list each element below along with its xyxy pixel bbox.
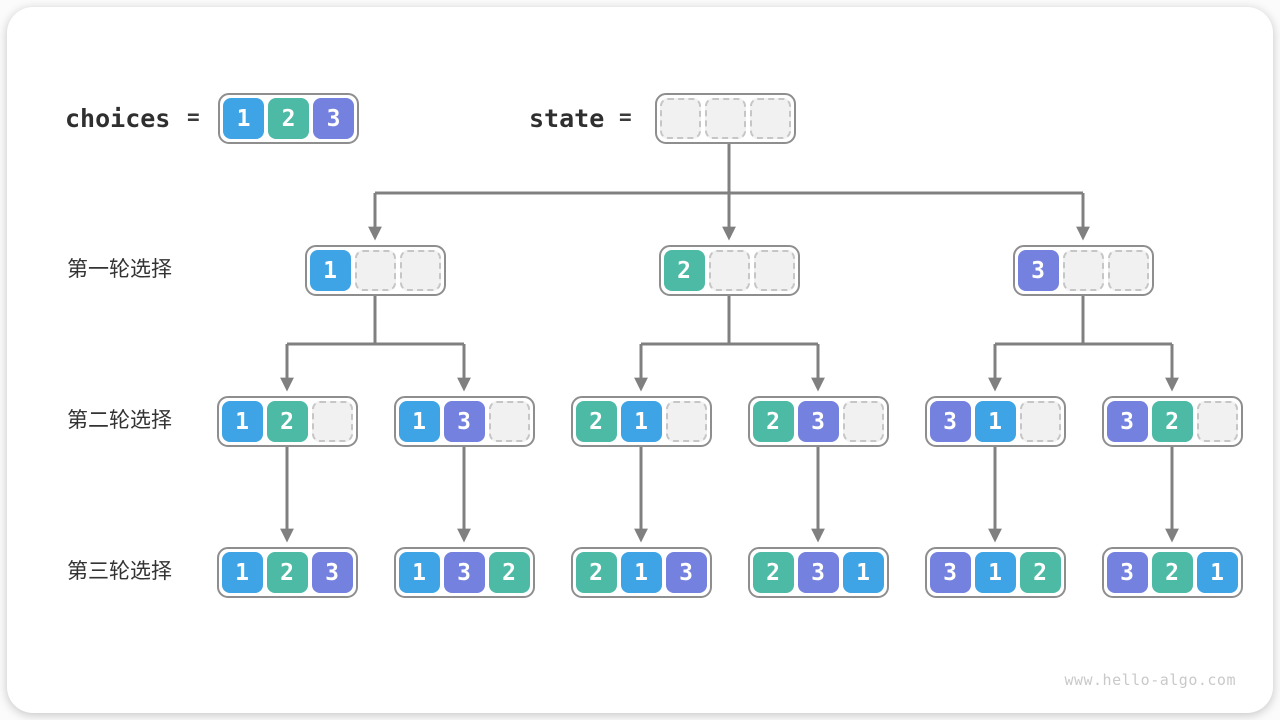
state-label: state: [529, 104, 605, 133]
cell-value-3: 3: [1106, 401, 1148, 442]
cell-value-3: 3: [665, 552, 707, 593]
cell-empty: [665, 401, 707, 442]
cell-empty: [842, 401, 884, 442]
state-node-3: 3: [1012, 245, 1154, 296]
choices-label: choices: [65, 104, 171, 133]
cell-value-2: 2: [1019, 552, 1061, 593]
row-label-2: 第二轮选择: [67, 409, 172, 432]
cell-value-3: 3: [443, 401, 485, 442]
state-node-2: 2: [658, 245, 800, 296]
cell-empty: [488, 401, 530, 442]
cell-value-1: 1: [309, 250, 351, 291]
cell-value-1: 1: [398, 552, 440, 593]
cell-empty: [1107, 250, 1149, 291]
cell-value-2: 2: [488, 552, 530, 593]
cell-value-3: 3: [929, 401, 971, 442]
cell-empty: [354, 250, 396, 291]
cell-value-3: 3: [1106, 552, 1148, 593]
cell-value-2: 2: [1151, 552, 1193, 593]
cell-value-1: 1: [620, 401, 662, 442]
choices-equals-sign: =: [187, 105, 200, 129]
cell-empty: [399, 250, 441, 291]
cell-empty: [1019, 401, 1061, 442]
state-equals-sign: =: [619, 105, 632, 129]
cell-empty: [708, 250, 750, 291]
cell-value-2: 2: [752, 552, 794, 593]
site-url: www.hello-algo.com: [1064, 671, 1236, 689]
cell-value-1: 1: [620, 552, 662, 593]
cell-value-2: 2: [268, 98, 309, 139]
cell-empty: [750, 98, 791, 139]
row-label-1: 第一轮选择: [67, 258, 172, 281]
cell-value-1: 1: [221, 401, 263, 442]
cell-empty: [311, 401, 353, 442]
cell-value-1: 1: [221, 552, 263, 593]
cell-value-3: 3: [311, 552, 353, 593]
state-array: [655, 93, 796, 144]
cell-value-2: 2: [575, 401, 617, 442]
cell-value-3: 3: [929, 552, 971, 593]
state-node-1: 1: [304, 245, 446, 296]
cell-empty: [660, 98, 701, 139]
cell-value-3: 3: [443, 552, 485, 593]
cell-value-3: 3: [797, 552, 839, 593]
cell-value-2: 2: [752, 401, 794, 442]
cell-value-2: 2: [266, 552, 308, 593]
cell-empty: [1062, 250, 1104, 291]
cell-value-2: 2: [1151, 401, 1193, 442]
cell-value-2: 2: [266, 401, 308, 442]
cell-value-1: 1: [223, 98, 264, 139]
cell-value-1: 1: [974, 401, 1016, 442]
cell-value-1: 1: [1196, 552, 1238, 593]
cell-empty: [705, 98, 746, 139]
cell-value-3: 3: [797, 401, 839, 442]
cell-value-1: 1: [842, 552, 884, 593]
tree-connectors: [280, 144, 1179, 543]
cell-empty: [1196, 401, 1238, 442]
cell-value-1: 1: [398, 401, 440, 442]
cell-value-2: 2: [663, 250, 705, 291]
cell-value-2: 2: [575, 552, 617, 593]
row-label-3: 第三轮选择: [67, 560, 172, 583]
cell-value-1: 1: [974, 552, 1016, 593]
cell-value-3: 3: [1017, 250, 1059, 291]
cell-empty: [753, 250, 795, 291]
cell-value-3: 3: [313, 98, 354, 139]
